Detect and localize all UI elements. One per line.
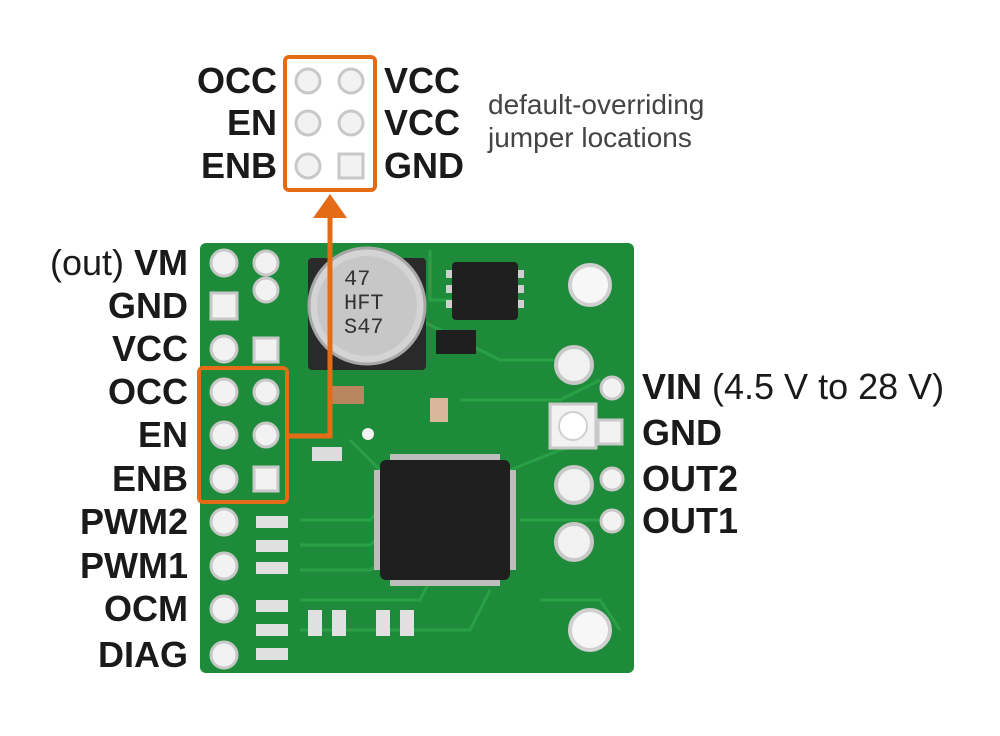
mounting-hole (568, 608, 612, 652)
pin-label-enb: ENB (111, 458, 188, 499)
pin-label-occ: OCC (108, 371, 188, 412)
header-jumper-highlight (283, 55, 377, 192)
header-label-occ: OCC (197, 60, 277, 101)
capacitor (307, 246, 427, 370)
header-label-en: EN (226, 102, 277, 143)
pin-label-gnd-right: GND (642, 412, 722, 453)
header-label-vcc-1: VCC (384, 60, 461, 101)
pin-label-ocm: OCM (104, 588, 188, 629)
pin-label-vm-prefix: (out) (49, 242, 134, 283)
mounting-hole (568, 263, 612, 307)
pin-label-out1: OUT1 (642, 500, 739, 541)
capacitor-text-1: 47 (344, 267, 371, 292)
header-pads (294, 67, 365, 180)
transistor (436, 330, 476, 354)
arrowhead (313, 194, 347, 218)
pin-label-vin-range: (4.5 V to 28 V) (702, 366, 945, 407)
header-label-vcc-2: VCC (384, 102, 461, 143)
smd-components (256, 386, 448, 660)
main-ic (374, 454, 516, 586)
capacitor-text-2: HFT (344, 291, 384, 316)
header-label-gnd: GND (384, 145, 464, 186)
jumper-note-line2: jumper locations (488, 122, 692, 153)
pin-label-vm: (out) VM (50, 242, 188, 284)
right-pin-pads (548, 345, 625, 562)
pin-label-en: EN (137, 414, 188, 455)
small-ic (446, 262, 524, 320)
pin-label-vin-name: VIN (642, 366, 703, 407)
pin-label-pwm2: PWM2 (80, 501, 188, 542)
pin-label-vm-name: VM (134, 242, 188, 283)
pin-label-gnd: GND (108, 285, 188, 326)
pin-label-pwm1: PWM1 (80, 545, 188, 586)
pin-label-vcc: VCC (111, 328, 188, 369)
left-pin-pads (209, 248, 239, 670)
inner-pin-pads (252, 249, 280, 493)
capacitor-text-3: S47 (344, 315, 384, 340)
pin-label-vin: VIN (4.5 V to 28 V) (642, 366, 944, 408)
callout-arrow (287, 215, 333, 439)
pin-label-diag: DIAG (98, 634, 188, 675)
pin-label-out2: OUT2 (642, 458, 739, 499)
header-label-enb: ENB (200, 145, 277, 186)
jumper-note-line1: default-overriding (488, 89, 705, 120)
